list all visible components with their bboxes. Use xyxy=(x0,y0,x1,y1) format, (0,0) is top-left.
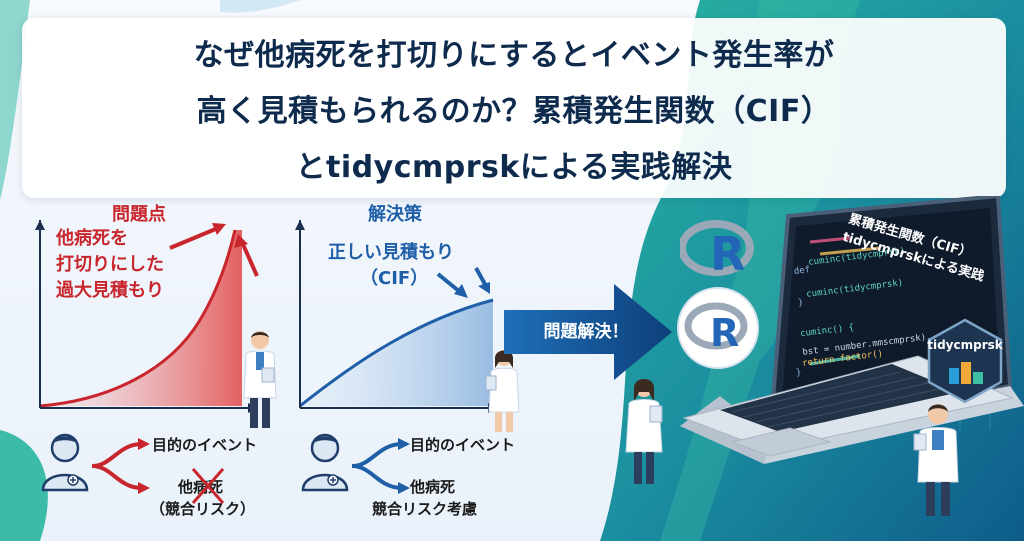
r-logo-badge-letter: R xyxy=(710,311,739,355)
male-doctor-right-figure xyxy=(913,404,959,516)
code-line-8: } xyxy=(795,367,803,379)
solution-branch-arrows xyxy=(351,438,410,494)
title-line-2: 高く見積もられるのか？累積発生関数（CIF） xyxy=(196,94,832,129)
solution-legend-competing-line-2: 競合リスク考慮 xyxy=(372,500,478,518)
problem-curve-area xyxy=(40,230,242,406)
solution-curve-line xyxy=(299,298,494,408)
code-line-4: } xyxy=(797,297,805,309)
code-line-2: def xyxy=(793,265,811,277)
female-doctor-right-figure xyxy=(625,379,663,484)
problem-annotation-line-2: 打切りにした xyxy=(56,254,164,275)
r-logo-letter: R xyxy=(710,227,745,280)
problem-branch-arrows xyxy=(91,438,150,494)
title-line-1: なぜ他病死を打切りにするとイベント発生率が xyxy=(193,38,835,73)
solution-graph xyxy=(295,220,498,413)
solution-heading: 解決策 xyxy=(368,204,422,225)
solution-annotation-line-2: （CIF） xyxy=(360,268,429,289)
r-logo-icon: R xyxy=(680,220,754,280)
solution-annotation-line-1: 正しい見積もり xyxy=(328,242,454,263)
problem-annotation-line-1: 他病死を xyxy=(56,228,128,249)
doctor-figure xyxy=(243,331,277,428)
title-line-3: とtidycmprskによる実践解決 xyxy=(295,150,733,185)
female-doctor-figure xyxy=(485,350,520,432)
solution-legend-competing-line-1: 他病死 xyxy=(410,478,456,496)
tidycmprsk-hex-icon xyxy=(927,318,1003,404)
big-arrow-icon xyxy=(504,284,672,380)
problem-heading: 問題点 xyxy=(112,204,166,225)
problem-legend-competing-line-2: （競合リスク） xyxy=(150,500,256,518)
problem-graph xyxy=(35,220,259,413)
arrow-label: 問題解決！ xyxy=(543,322,629,342)
problem-curve-line xyxy=(39,229,237,408)
solution-curve-area xyxy=(300,300,493,406)
problem-annotation-line-3: 過大見積もり xyxy=(56,280,164,301)
patient-icon-problem xyxy=(41,433,89,492)
cross-mark-icon xyxy=(191,468,225,504)
patient-icon-solution xyxy=(301,433,349,492)
tidycmprsk-badge-label: tidycmprsk xyxy=(927,338,1003,352)
r-logo-badge-icon: R xyxy=(677,287,759,369)
solution-legend-event: 目的のイベント xyxy=(410,436,516,454)
title-card xyxy=(22,18,1006,198)
problem-legend-event: 目的のイベント xyxy=(152,436,258,454)
